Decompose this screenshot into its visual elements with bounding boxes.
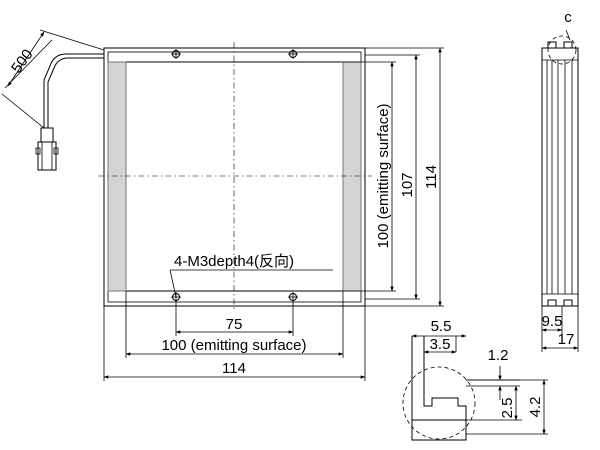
detail-slot-label: 1.2 bbox=[488, 347, 509, 364]
mount-hole-top-left bbox=[171, 49, 181, 59]
cable bbox=[40, 53, 104, 143]
overall-height-dimension: 114 bbox=[365, 47, 444, 307]
detail-slot-dimension: 1.2 bbox=[466, 347, 520, 400]
detail-outer-width-dimension: 5.5 bbox=[411, 318, 467, 338]
emitting-height-dimension: 107 bbox=[365, 54, 420, 300]
hole-pitch-dimension: 75 bbox=[175, 300, 294, 336]
left-rail bbox=[107, 61, 127, 292]
detail-c-view: 5.5 3.5 1.2 2.5 4.2 bbox=[402, 318, 548, 441]
overall-height-label: 114 bbox=[423, 165, 440, 189]
side-depth-dimension: 9.5 bbox=[541, 306, 563, 334]
detail-inner-depth-dimension: 2.5 bbox=[466, 385, 522, 421]
detail-inner-depth-label: 2.5 bbox=[499, 398, 516, 419]
overall-width-dimension: 114 bbox=[103, 306, 366, 381]
detail-outer-depth-dimension: 4.2 bbox=[466, 379, 548, 435]
detail-c-boundary bbox=[402, 366, 476, 440]
emitting-surface-horizontal-label: 100 (emitting surface) bbox=[161, 337, 306, 354]
side-profile-outline bbox=[541, 47, 579, 307]
cable-length-label: 500 bbox=[8, 46, 36, 76]
side-thickness-label: 17 bbox=[558, 331, 575, 348]
front-view: 500 100 (emitting surface) 107 114 75 bbox=[1, 29, 444, 381]
detail-inner-width-label: 3.5 bbox=[430, 336, 451, 353]
emitting-vertical-dimension: 100 (emitting surface) bbox=[343, 61, 396, 292]
detail-inner-width-dimension: 3.5 bbox=[423, 336, 457, 354]
emitting-height-label: 107 bbox=[399, 172, 416, 197]
emitting-surface-vertical-label: 100 (emitting surface) bbox=[375, 103, 392, 248]
detail-outer-width-label: 5.5 bbox=[431, 318, 452, 335]
mount-hole-top-right bbox=[288, 49, 298, 59]
hole-pitch-label: 75 bbox=[226, 316, 243, 333]
cable-length-dimension: 500 bbox=[1, 29, 105, 129]
right-rail bbox=[342, 61, 362, 292]
detail-outer-depth-label: 4.2 bbox=[527, 397, 544, 418]
detail-c-label: c bbox=[564, 9, 572, 26]
mount-hole-callout: 4-M3depth4(反向) bbox=[169, 253, 333, 298]
overall-width-label: 114 bbox=[222, 360, 246, 377]
side-depth-label: 9.5 bbox=[542, 313, 563, 330]
mount-hole-note: 4-M3depth4(反向) bbox=[174, 253, 294, 270]
light-panel-outline bbox=[103, 47, 366, 307]
side-view: c 9.5 17 bbox=[541, 9, 579, 352]
detail-c-profile bbox=[411, 336, 467, 421]
connector bbox=[35, 141, 59, 171]
emitting-horizontal-dimension: 100 (emitting surface) bbox=[125, 291, 344, 358]
detail-c-circle bbox=[547, 35, 577, 65]
side-thickness-dimension: 17 bbox=[541, 306, 579, 352]
